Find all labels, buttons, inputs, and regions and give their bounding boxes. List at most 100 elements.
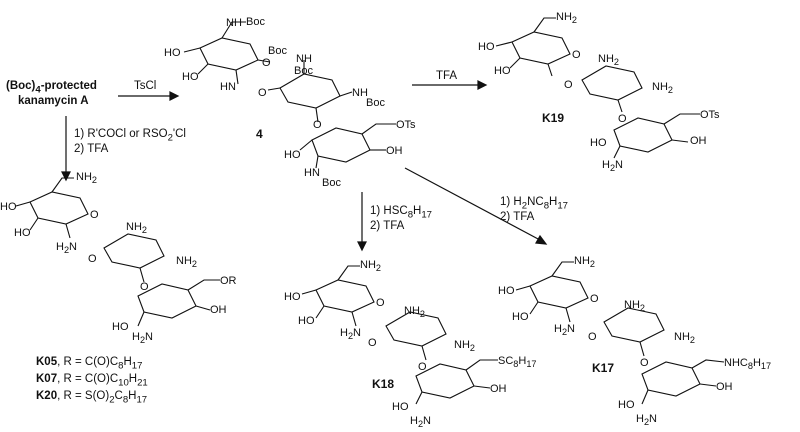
h2n-sub: 2 (561, 327, 568, 338)
atom-h2n: H2N (410, 414, 431, 431)
h2n-sub: 2 (347, 331, 354, 342)
nh2-sub: 2 (571, 15, 577, 26)
atom-nh: NH (352, 87, 368, 99)
nh2-sub: 2 (639, 303, 645, 314)
atom-nh2: NH2 (404, 304, 425, 321)
reagent-mid-1: 1) HSC8H17 (370, 205, 432, 221)
start-line1b: -protected (40, 80, 97, 92)
nhc-sub2: 17 (760, 361, 772, 372)
atom-oh: OH (490, 383, 507, 395)
sc-sub1: 8 (513, 359, 519, 370)
h2n-n: N (423, 415, 431, 427)
atom-ho: HO (590, 137, 607, 149)
atom-nh2: NH2 (556, 10, 577, 27)
atom-o: O (262, 57, 271, 69)
atom-o: O (618, 113, 627, 125)
compound-k20-label: K20, R = S(O)2C8H17 (36, 390, 147, 406)
nh2-text: NH (404, 305, 420, 317)
atom-o: O (88, 253, 97, 265)
atom-ho: HO (512, 311, 529, 323)
mid-1b: H (413, 205, 422, 217)
start-material-line2: kanamycin A (18, 95, 89, 107)
h2n-n: N (145, 331, 153, 343)
nh2-text: NH (674, 331, 690, 343)
atom-o: O (640, 357, 649, 369)
reagent-tfa-top: TFA (436, 70, 458, 82)
h2n-h: H (340, 327, 348, 339)
h2n-sub: 2 (63, 245, 70, 256)
atom-nh2: NH2 (598, 52, 619, 69)
ring-k19-a (511, 31, 571, 65)
k20-r: , R = S(O) (57, 390, 110, 402)
atom-o: O (90, 209, 99, 221)
compound-k18-label: K18 (372, 377, 395, 391)
atom-nhc8h17: NHC8H17 (724, 356, 771, 373)
ring-k05-a (29, 191, 89, 225)
ring-k17-a (529, 275, 589, 309)
h2n-n: N (69, 241, 77, 253)
nh2-sub: 2 (613, 57, 619, 68)
k05-name: K05 (36, 356, 58, 368)
atom-nh2: NH2 (652, 80, 673, 97)
atom-nh2: NH2 (126, 220, 147, 237)
right-1a: 1) H (500, 196, 522, 208)
atom-oh: OH (716, 381, 733, 393)
h2n-h: H (132, 331, 140, 343)
right-1c: H (549, 196, 558, 208)
atom-o: O (313, 119, 322, 131)
compound-k07-label: K07, R = C(O)C10H21 (36, 373, 148, 389)
nh2-sub: 2 (469, 343, 475, 354)
left-1-text: 1) R'COCl or RSO (74, 128, 168, 140)
atom-ho: HO (284, 291, 301, 303)
compound-k17-label: K17 (592, 361, 615, 375)
sc-sub2: 17 (526, 359, 537, 370)
atom-boc: Boc (268, 45, 287, 57)
h2n-h: H (554, 323, 562, 335)
k20-name: K20 (36, 390, 58, 402)
nh2-text: NH (454, 339, 470, 351)
h2n-h: H (602, 159, 610, 171)
nh2-text: NH (624, 299, 640, 311)
nh2-text: NH (652, 81, 668, 93)
h2n-h: H (636, 413, 644, 425)
compound-k19-label: K19 (542, 111, 565, 125)
atom-o: O (258, 87, 267, 99)
atom-o: O (418, 361, 427, 373)
reagent-left-1: 1) R'COCl or RSO2'Cl (74, 128, 186, 144)
ring-k19-b (581, 65, 643, 101)
atom-oh: OH (210, 304, 227, 316)
h2n-sub: 2 (609, 163, 616, 174)
h2n-h: H (410, 415, 418, 427)
atom-h2n: H2N (132, 330, 153, 347)
k07-h: H (128, 373, 138, 385)
atom-hn: HN (220, 81, 236, 93)
nh2-sub: 2 (689, 335, 695, 346)
nhc-text: NHC (724, 357, 748, 369)
k20-s2: 17 (136, 394, 148, 406)
h2n-sub: 2 (139, 335, 146, 346)
nh2-sub: 2 (667, 85, 673, 96)
nh2-text: NH (360, 259, 376, 271)
atom-o: O (564, 79, 573, 91)
ring-k18-a (315, 279, 375, 313)
ring-4-a (199, 37, 259, 71)
nh2-text: NH (126, 221, 142, 233)
reagent-mid-2: 2) TFA (370, 220, 405, 232)
nh2-text: NH (76, 171, 92, 183)
atom-nh2: NH2 (624, 298, 645, 315)
mid-1a: 1) HSC (370, 205, 408, 217)
atom-nh2: NH2 (176, 254, 197, 271)
h2n-n: N (567, 323, 575, 335)
compound-4-label: 4 (256, 127, 263, 141)
reagent-right-2: 2) TFA (500, 211, 535, 223)
atom-o: O (140, 281, 149, 293)
atom-nh: NH (296, 53, 312, 65)
reagent-right-1: 1) H2NC8H17 (500, 196, 568, 212)
atom-or: OR (220, 275, 237, 287)
left-1b-text: 'Cl (172, 128, 186, 140)
start-line1: (Boc) (6, 80, 36, 92)
arrow-right-diag (404, 167, 541, 241)
reagent-left-2: 2) TFA (74, 143, 109, 155)
nhc-sub1: 8 (747, 361, 753, 372)
atom-ho: HO (164, 47, 181, 59)
